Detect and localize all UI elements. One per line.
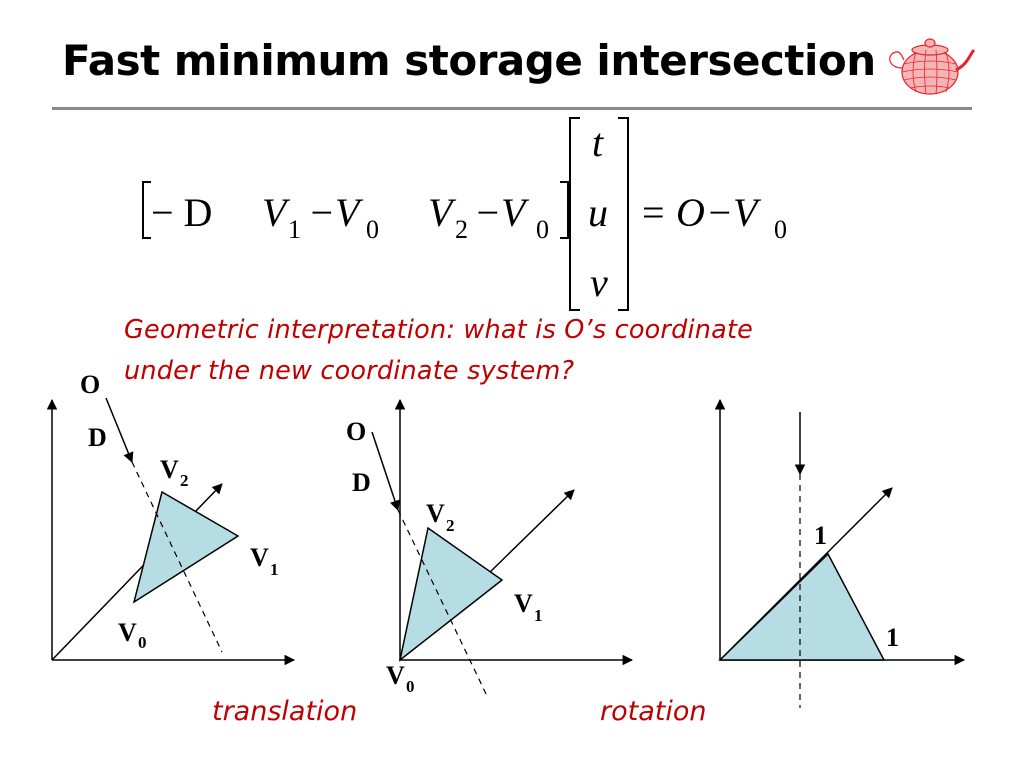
d2-label-v1-sub: 1 [534, 606, 543, 625]
v0-subscript-a: 0 [366, 215, 379, 244]
question-line-2: under the new coordinate system? [124, 356, 575, 386]
v1-subscript: 1 [288, 215, 301, 244]
column-t: t [592, 120, 604, 165]
teapot-logo-icon [889, 38, 976, 95]
d2-label-v1: V [514, 589, 533, 618]
title-divider [52, 107, 972, 110]
d2-label-v0: V [386, 661, 405, 690]
diagram-rotation: 1 1 [714, 398, 966, 708]
row-vector-brackets [142, 181, 569, 239]
d2-label-v0-sub: 0 [406, 677, 415, 696]
question-line-1: Geometric interpretation: what is O’s co… [124, 315, 754, 345]
rhs-v0-subscript: 0 [774, 215, 787, 244]
minus-v0-symbol: −V [308, 190, 364, 235]
column-u: u [588, 190, 608, 235]
rhs-o: O [676, 190, 705, 235]
slide-title: Fast minimum storage intersection [62, 36, 876, 85]
d2-ray-d [371, 431, 400, 511]
caption-rotation: rotation [600, 696, 707, 727]
minus-d-sign: − D [151, 190, 212, 235]
column-vector-brackets [569, 117, 629, 311]
d1-label-v2-sub: 2 [180, 471, 189, 490]
d2-label-d: D [352, 468, 371, 497]
d3-label-top-1: 1 [814, 521, 827, 550]
equals-sign: = [642, 190, 665, 235]
rhs-minus-v0: −V [706, 190, 762, 235]
diagram-translation: O D V 2 V 1 V 0 [346, 398, 634, 699]
diagram-original: O D V 2 V 1 V 0 [46, 370, 296, 666]
coordinate-diagrams: O D V 2 V 1 V 0 O D V 2 V 1 V 0 1 1 [46, 370, 966, 708]
v2-subscript: 2 [455, 215, 468, 244]
caption-translation: translation [212, 696, 358, 727]
d3-triangle [718, 552, 886, 661]
d3-label-right-1: 1 [886, 623, 899, 652]
d1-label-o: O [80, 370, 100, 399]
d1-diagonal-arrow [51, 483, 223, 661]
d2-ray-dashed [397, 509, 489, 699]
d2-label-v2: V [426, 499, 445, 528]
d1-label-v2: V [160, 455, 179, 484]
d1-label-v0: V [118, 618, 137, 647]
minus-v0-symbol-b: −V [474, 190, 530, 235]
v2-symbol: V [428, 190, 457, 235]
d1-label-v0-sub: 0 [138, 633, 147, 652]
d1-label-d: D [88, 423, 107, 452]
d1-ray-d [105, 397, 134, 463]
geometric-interpretation-question: Geometric interpretation: what is O’s co… [124, 310, 924, 392]
d1-ray-dashed [131, 461, 223, 653]
d2-label-v2-sub: 2 [446, 516, 455, 535]
v0-subscript-b: 0 [536, 215, 549, 244]
matrix-equation: − D V 1 −V 0 V 2 −V 0 t u v = O −V 0 [142, 117, 787, 311]
d1-label-v1-sub: 1 [270, 560, 279, 579]
v1-symbol: V [262, 190, 291, 235]
d1-label-v1: V [250, 543, 269, 572]
d2-label-o: O [346, 417, 366, 446]
d1-triangle [132, 490, 240, 604]
d2-triangle [398, 526, 504, 662]
column-v: v [590, 260, 608, 305]
